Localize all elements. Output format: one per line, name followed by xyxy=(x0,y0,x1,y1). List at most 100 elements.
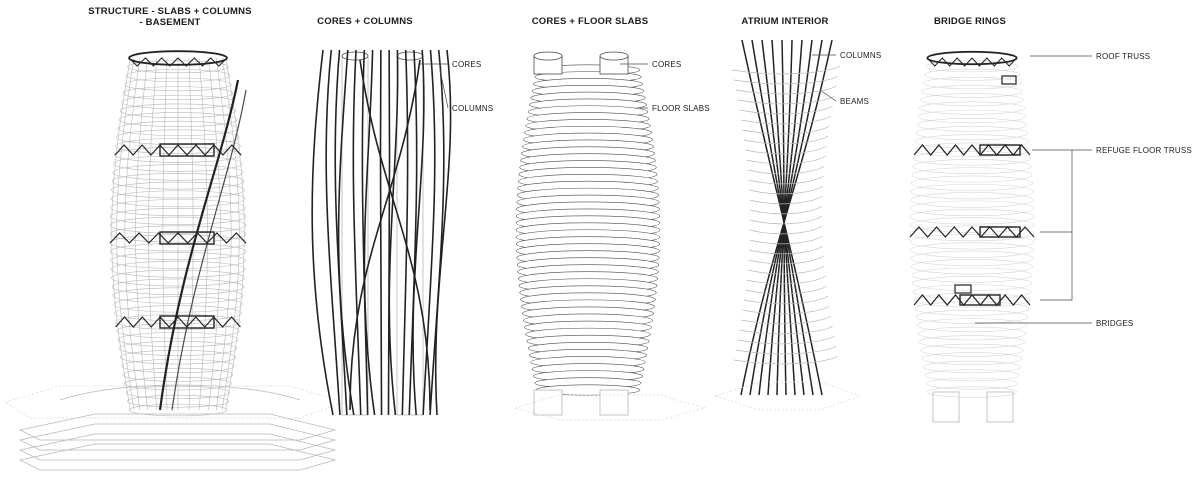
beam xyxy=(745,145,827,155)
facade-mullion xyxy=(225,57,245,411)
beam xyxy=(747,265,825,275)
roof-ring xyxy=(926,50,1018,66)
beam xyxy=(742,125,830,135)
basement-level xyxy=(18,433,337,461)
column xyxy=(325,49,341,416)
panel-title-cores-columns: CORES + COLUMNS xyxy=(317,16,413,27)
floor-ring xyxy=(924,68,1020,81)
refuge-truss-2 xyxy=(109,232,247,244)
core-left-cap xyxy=(533,51,563,61)
basement-level xyxy=(18,423,337,451)
bridge-block xyxy=(159,315,215,329)
beam xyxy=(742,305,830,315)
refuge-truss-1 xyxy=(114,144,242,156)
column xyxy=(334,49,348,416)
facade-mullion xyxy=(221,57,240,411)
beam xyxy=(739,105,833,115)
column xyxy=(337,49,355,416)
beam xyxy=(749,245,824,255)
site-outline xyxy=(4,385,347,419)
floor-ring xyxy=(914,301,1030,316)
floor-ring xyxy=(914,134,1030,149)
atrium-column xyxy=(741,39,823,396)
column xyxy=(429,49,445,416)
basement-level xyxy=(18,443,337,471)
bridge-block xyxy=(159,231,215,245)
floor-ring xyxy=(927,386,1017,398)
refuge-truss xyxy=(909,226,1035,238)
bridge-block xyxy=(979,226,1021,238)
floor-ring xyxy=(923,360,1021,374)
floor-ring xyxy=(911,267,1033,283)
beam xyxy=(747,165,825,175)
floor-ring xyxy=(909,225,1035,242)
refuge-truss xyxy=(913,144,1031,156)
label-cores-1: CORES xyxy=(452,60,482,69)
tower-structure-drawing xyxy=(4,50,347,471)
floor-ring xyxy=(921,85,1023,98)
column xyxy=(363,49,376,416)
beam xyxy=(749,215,823,225)
floor-ring xyxy=(910,242,1034,258)
bridge-block xyxy=(959,294,1001,306)
column xyxy=(388,49,399,416)
label-roof-truss: ROOF TRUSS xyxy=(1096,52,1151,61)
bridge-block xyxy=(1001,75,1017,85)
beam xyxy=(733,355,839,365)
panel-title-bridge-rings: BRIDGE RINGS xyxy=(933,16,1007,27)
facade-mullion xyxy=(188,57,194,411)
column xyxy=(379,49,383,416)
panel-title-atrium: ATRIUM INTERIOR xyxy=(741,16,829,27)
floor-ring xyxy=(917,109,1027,124)
site-outline xyxy=(513,394,707,421)
label-bridges: BRIDGES xyxy=(1096,319,1134,328)
bridge-block xyxy=(979,144,1021,156)
beam xyxy=(749,235,823,245)
beam xyxy=(740,315,832,325)
refuge-truss-3 xyxy=(115,316,241,328)
label-beams: BEAMS xyxy=(840,97,870,106)
column xyxy=(387,49,391,416)
floor-ring xyxy=(915,309,1029,324)
floor-ring xyxy=(916,117,1028,132)
title-line-1: STRUCTURE - SLABS + COLUMNS xyxy=(88,6,252,17)
facade-mullion xyxy=(198,57,208,411)
floor-ring xyxy=(911,175,1033,191)
core-right-top xyxy=(396,51,424,61)
beam xyxy=(735,345,837,355)
site-outline xyxy=(713,381,862,411)
podium-edge xyxy=(59,384,301,401)
floor-ring xyxy=(919,335,1025,349)
floor-ring xyxy=(921,352,1023,365)
beam xyxy=(749,225,823,235)
floor-ring xyxy=(910,192,1034,208)
beam xyxy=(749,185,824,195)
floor-ring xyxy=(912,276,1032,291)
atrium-column xyxy=(158,79,240,411)
facade-mullion xyxy=(111,57,131,411)
core-right xyxy=(396,55,424,416)
beam xyxy=(748,255,824,265)
atrium-column xyxy=(359,59,431,411)
floor-ring xyxy=(915,126,1029,141)
floor-ring xyxy=(909,200,1035,217)
leader-columns-1 xyxy=(439,69,449,109)
label-columns-2: COLUMNS xyxy=(840,51,882,60)
facade-mullion xyxy=(135,57,148,411)
beam xyxy=(749,195,823,205)
floor-ring xyxy=(917,326,1027,341)
beam xyxy=(739,325,833,335)
core-left-lower xyxy=(533,389,563,416)
floor-ring xyxy=(911,259,1033,275)
floor-ring xyxy=(924,369,1020,382)
label-columns-1: COLUMNS xyxy=(452,104,494,113)
facade-mullion xyxy=(116,57,135,411)
column xyxy=(401,49,409,416)
floor-ring xyxy=(909,233,1035,250)
facade-mullion xyxy=(148,57,158,411)
floor-ring xyxy=(913,150,1031,166)
panel-title-structure: STRUCTURE - SLABS + COLUMNS - BASEMENT xyxy=(70,6,270,28)
atrium-column xyxy=(740,39,833,396)
atrium-column xyxy=(349,59,421,411)
